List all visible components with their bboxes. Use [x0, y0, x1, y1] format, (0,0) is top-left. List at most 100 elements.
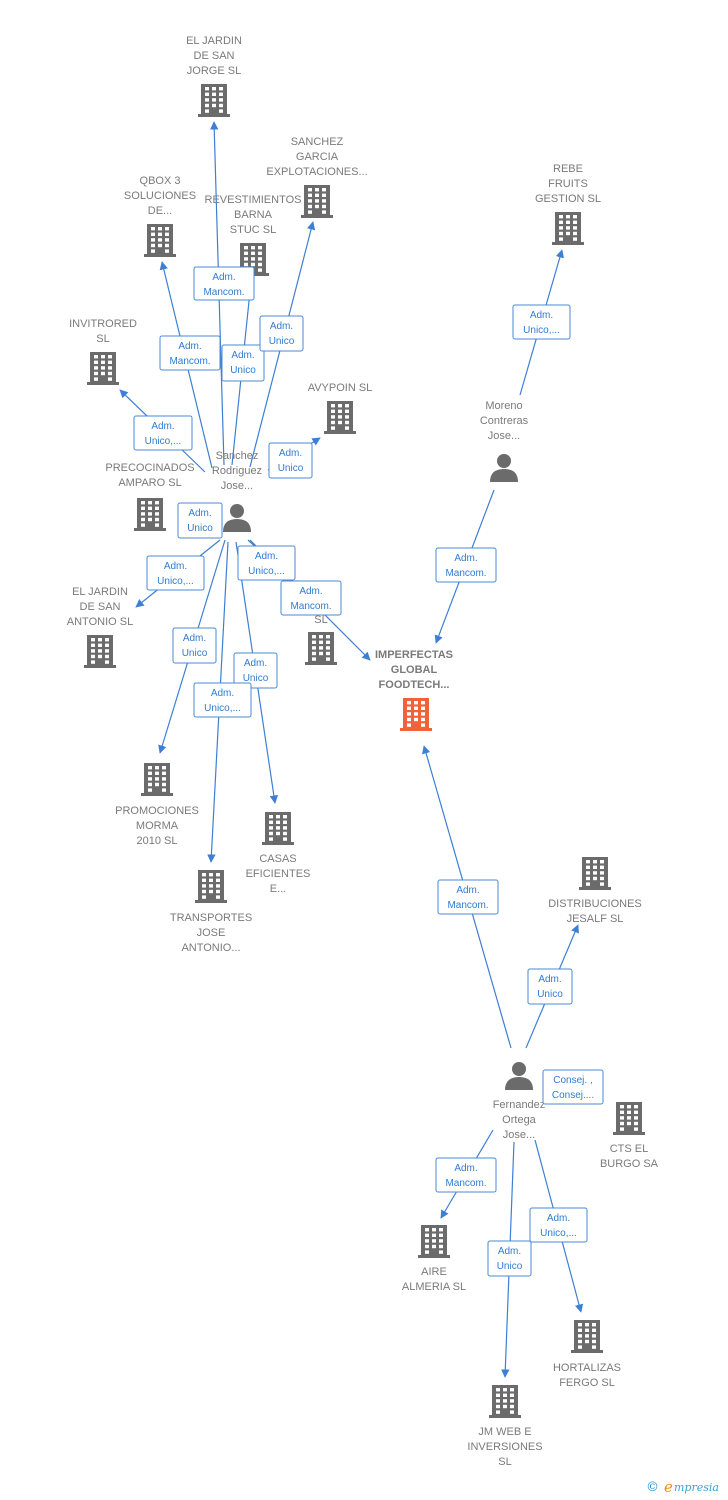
node-label-line: ANTONIO...	[181, 942, 240, 954]
role-label: Adm.	[454, 553, 477, 564]
person-icon	[505, 1062, 533, 1090]
node-label-line: DE...	[148, 205, 172, 217]
role-box-frame	[487, 1240, 532, 1277]
building-icon	[134, 498, 166, 531]
node-label-line: INVITRORED	[69, 318, 137, 330]
building-icon	[400, 698, 432, 731]
role-label: Adm.	[299, 586, 322, 597]
role-box[interactable]: Adm.Unico	[172, 627, 217, 664]
role-box[interactable]: Adm.Unico,...	[146, 555, 205, 591]
role-box[interactable]: Adm.Unico,...	[512, 304, 571, 340]
empresia-watermark[interactable]: © e mpresia	[642, 1476, 728, 1500]
role-label: Unico,...	[204, 703, 241, 714]
role-box[interactable]: Adm.Unico	[487, 1240, 532, 1277]
role-box[interactable]: Adm.Mancom.	[280, 580, 342, 616]
node-label-line: FOODTECH...	[379, 679, 450, 691]
building-icon	[301, 185, 333, 218]
role-box[interactable]: Consej. , Consej....	[542, 1069, 604, 1105]
role-label: Adm.	[211, 688, 234, 699]
building-icon	[324, 401, 356, 434]
node-label-line: JM WEB E	[478, 1426, 531, 1438]
role-box[interactable]: Adm.Unico,...	[237, 545, 296, 581]
role-label: Mancom.	[445, 1178, 486, 1189]
role-label: Unico	[182, 648, 208, 659]
role-label: Consej....	[552, 1090, 594, 1101]
role-label: Consej. ,	[553, 1075, 592, 1086]
role-box-frame	[529, 1207, 588, 1243]
role-label: Adm.	[164, 561, 187, 572]
role-label: Adm.	[151, 421, 174, 432]
node-label-line: EL JARDIN	[72, 586, 128, 598]
role-box-frame	[435, 547, 497, 583]
role-box-frame	[159, 335, 221, 371]
role-box[interactable]: Adm.Unico,...	[133, 415, 193, 451]
node-label-line: ANTONIO SL	[67, 616, 133, 628]
role-box[interactable]: Adm.Unico	[233, 652, 278, 689]
role-label: Adm.	[498, 1246, 521, 1257]
roles-layer: Adm.Mancom.Adm.UnicoAdm.Mancom.Adm.Unico…	[133, 266, 604, 1277]
node-avypoin[interactable]: AVYPOIN SL	[308, 382, 373, 434]
building-icon	[262, 812, 294, 845]
node-label-line: EXPLOTACIONES...	[266, 166, 367, 178]
node-label-line: Fernandez	[493, 1099, 546, 1111]
role-box-frame	[268, 442, 313, 479]
role-box[interactable]: Adm.Unico	[259, 315, 304, 352]
building-icon	[418, 1225, 450, 1258]
node-label-line: Jose...	[488, 430, 520, 442]
node-label-line: JOSE	[197, 927, 226, 939]
node-label-line: REVESTIMIENTOS	[205, 194, 302, 206]
node-label-line: Contreras	[480, 415, 529, 427]
role-box[interactable]: Adm.Unico,...	[529, 1207, 588, 1243]
role-box[interactable]: Adm.Unico	[221, 344, 265, 382]
role-box[interactable]: Adm. Unico	[527, 968, 573, 1005]
role-box[interactable]: Adm.Unico	[268, 442, 313, 479]
copyright-symbol: ©	[646, 1480, 659, 1495]
role-box[interactable]: Adm. Unico,...	[193, 682, 252, 718]
role-box[interactable]: Adm.Mancom.	[437, 879, 499, 915]
role-box-frame	[259, 315, 304, 352]
role-label: Adm.	[538, 974, 561, 985]
role-box-frame	[146, 555, 205, 591]
role-label: Unico	[537, 989, 563, 1000]
building-icon	[144, 224, 176, 257]
role-box[interactable]: Adm.Unico	[177, 502, 223, 539]
role-box-frame	[177, 502, 223, 539]
node-label-line: E...	[270, 883, 287, 895]
role-box[interactable]: Adm.Mancom.	[159, 335, 221, 371]
role-box[interactable]: Adm.Mancom.	[435, 1157, 497, 1193]
role-label: Adm.	[279, 448, 302, 459]
role-box-frame	[280, 580, 342, 616]
role-box-frame	[542, 1069, 604, 1105]
role-box[interactable]: Adm.Mancom.	[193, 266, 255, 301]
brand-initial: e	[664, 1478, 673, 1496]
role-box[interactable]: Adm.Mancom.	[435, 547, 497, 583]
